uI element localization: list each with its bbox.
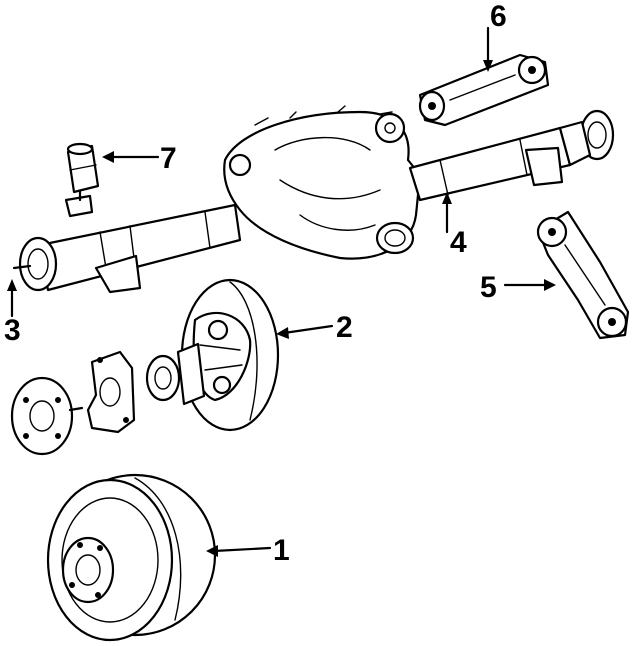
callout-1: 1 [273, 534, 290, 567]
callout-5: 5 [480, 271, 497, 304]
callout-3: 3 [4, 314, 21, 347]
callout-6: 6 [490, 0, 507, 33]
callout-4: 4 [450, 226, 467, 259]
wheel-hub[interactable] [10, 376, 84, 456]
brake-drum[interactable] [46, 473, 217, 642]
leader-2 [276, 324, 334, 339]
lower-control-arm[interactable] [536, 210, 630, 340]
upper-control-arm[interactable] [418, 53, 550, 127]
leader-5 [503, 279, 556, 291]
callout-7: 7 [160, 142, 177, 175]
leader-1 [206, 545, 272, 557]
leader-4 [442, 192, 452, 234]
bump-stop[interactable] [64, 142, 100, 218]
leader-6 [483, 26, 493, 72]
bearing-retainer[interactable] [86, 350, 136, 434]
leader-7 [102, 151, 160, 163]
brake-backing-plate[interactable] [145, 278, 280, 432]
axle-housing[interactable] [12, 105, 615, 294]
leader-3 [7, 279, 17, 318]
callout-2: 2 [336, 311, 353, 344]
